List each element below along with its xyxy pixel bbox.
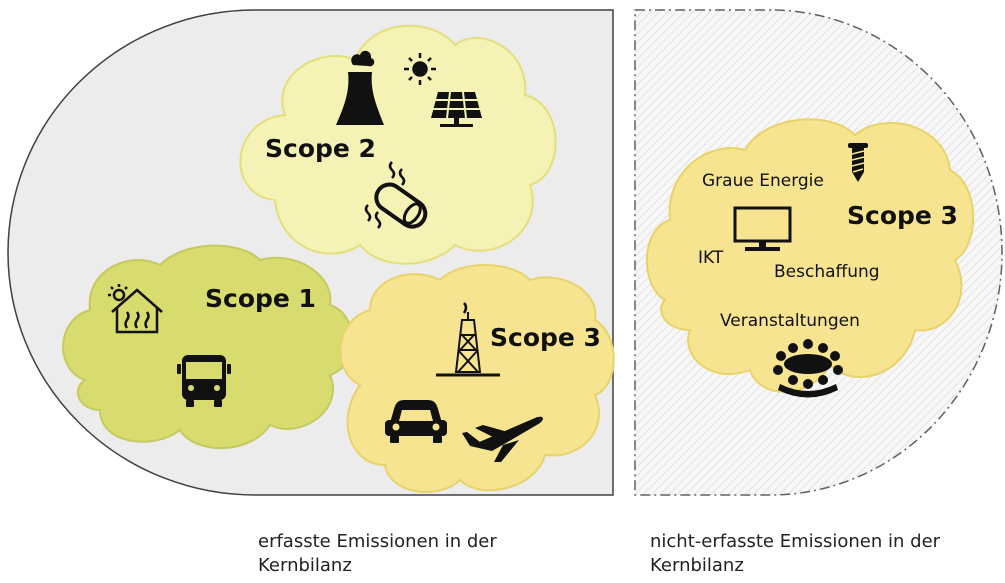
uncaptured-caption-line-1: nicht-erfasste Emissionen in der: [650, 531, 941, 552]
screw-icon: [848, 143, 868, 182]
beschaffung-label: Beschaffung: [774, 262, 880, 282]
solar-panel-icon: [431, 91, 482, 127]
scope2-label: Scope 2: [265, 134, 376, 163]
bus-icon: [177, 355, 231, 407]
graue-energie-label: Graue Energie: [702, 171, 824, 191]
veranstaltungen-label: Veranstaltungen: [720, 311, 860, 331]
scope3-label-right: Scope 3: [847, 201, 958, 230]
sun-icon: [404, 53, 436, 85]
scope1-cloud: [62, 244, 354, 450]
scope2-cloud: [239, 24, 557, 265]
heated-house-icon: [108, 284, 163, 334]
captured-caption-line-2: Kernbilanz: [258, 555, 352, 576]
monitor-icon: [733, 206, 792, 251]
meeting-group-icon: [773, 339, 843, 398]
oil-rig-icon: [436, 302, 500, 377]
car-icon: [385, 400, 447, 443]
airplane-icon: [462, 416, 543, 462]
heated-pipe-icon: [364, 161, 428, 229]
power-plant-icon: [336, 50, 384, 125]
scope1-label: Scope 1: [205, 284, 316, 313]
uncaptured-caption-line-2: Kernbilanz: [650, 555, 744, 576]
scope3-label-left: Scope 3: [490, 323, 601, 352]
ikt-label: IKT: [698, 248, 724, 268]
uncaptured-emissions-caption: nicht-erfasste Emissionen in der Kernbil…: [650, 530, 940, 578]
captured-caption-line-1: erfasste Emissionen in der: [258, 531, 497, 552]
scope3-cloud-right: [645, 118, 975, 393]
captured-emissions-caption: erfasste Emissionen in der Kernbilanz: [258, 530, 497, 578]
